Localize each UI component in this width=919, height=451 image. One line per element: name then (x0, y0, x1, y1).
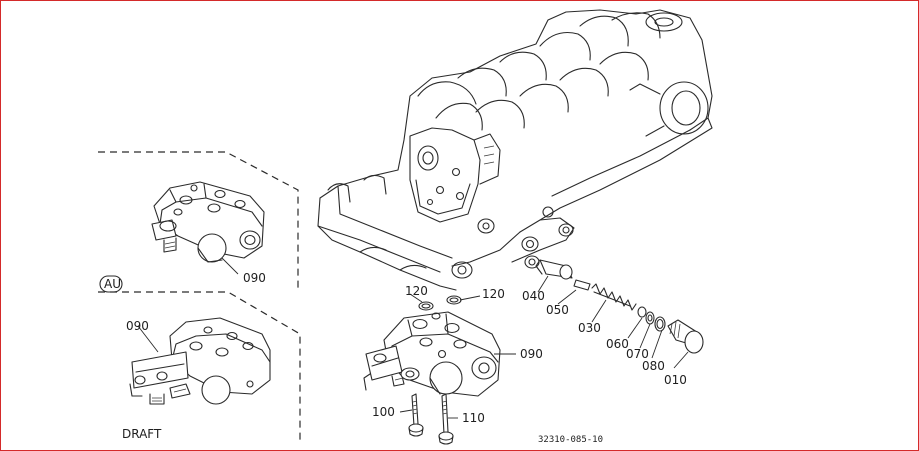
label-090-draft: 090 (126, 319, 149, 333)
relief-valve-parts (535, 259, 704, 354)
label-070: 070 (626, 347, 649, 361)
label-110: 110 (462, 411, 485, 425)
label-080: 080 (642, 359, 665, 373)
figure-code: 32310-085-10 (538, 435, 603, 445)
au-variant-section (98, 151, 301, 442)
label-030: 030 (578, 321, 601, 335)
part-labels: 090 090 120 120 090 040 050 030 060 070 … (126, 271, 687, 425)
label-010: 010 (664, 373, 687, 387)
au-variant-badge: AU (99, 275, 123, 293)
bolts (408, 393, 454, 445)
leader-lines (137, 257, 689, 419)
label-120-left: 120 (405, 284, 428, 298)
main-control-valve (363, 311, 501, 397)
label-090-au: 090 (243, 271, 266, 285)
label-120-right: 120 (482, 287, 505, 301)
au-badge-text: AU (104, 277, 121, 291)
hydraulic-case (317, 9, 713, 291)
label-100: 100 (372, 405, 395, 419)
label-040: 040 (522, 289, 545, 303)
label-060: 060 (606, 337, 629, 351)
label-050: 050 (546, 303, 569, 317)
draft-control-valve (129, 317, 271, 405)
o-rings-120 (418, 295, 462, 311)
au-control-valve (151, 181, 265, 263)
label-090-main: 090 (520, 347, 543, 361)
draft-variant-label: DRAFT (122, 427, 162, 441)
